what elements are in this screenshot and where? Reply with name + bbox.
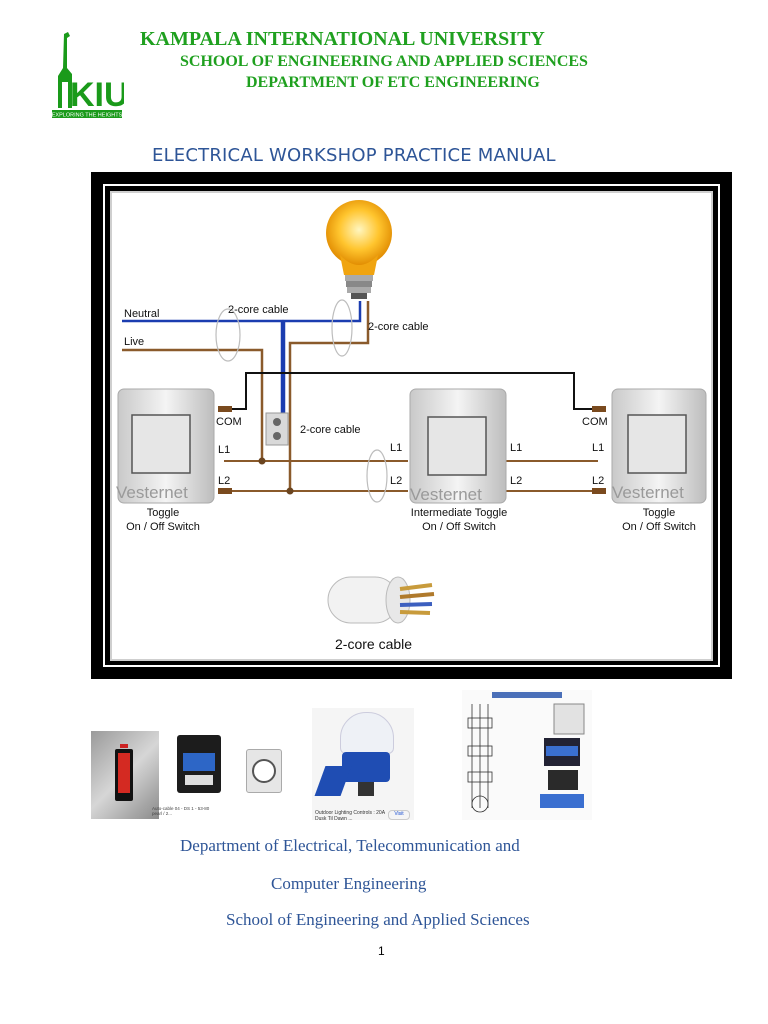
school-name: SCHOOL OF ENGINEERING AND APPLIED SCIENC… [180, 53, 588, 70]
switch-right-l1: L1 [592, 442, 604, 454]
diagram-frame-inner-border [103, 184, 720, 667]
switch-right-caption-2: On / Off Switch [622, 521, 696, 533]
switch-left-caption-1: Toggle [147, 507, 179, 519]
switch-middle-l1-left: L1 [390, 442, 402, 454]
cable-sample-label: 2-core cable [335, 636, 412, 652]
switch-right-com: COM [582, 416, 608, 428]
switch-left-caption-2: On / Off Switch [126, 521, 200, 533]
switch-right-caption-1: Toggle [643, 507, 675, 519]
department-name: DEPARTMENT OF ETC ENGINEERING [246, 74, 540, 91]
contactor-photo [163, 731, 231, 803]
cable-sample-illustration [327, 576, 435, 624]
switch-middle-l1-right: L1 [510, 442, 522, 454]
switch-middle-l2-left: L2 [390, 475, 402, 487]
footer-department: Department of Electrical, Telecommunicat… [180, 836, 520, 855]
wiring-diagram: Neutral Live 2-core cable 2-core cable 2… [110, 191, 713, 661]
page-number: 1 [378, 944, 385, 958]
switch-right: Vesternet COM L1 L2 Toggle On / Off Swit… [582, 388, 707, 533]
logo-tagline: EXPLORING THE HEIGHTS [52, 113, 123, 119]
contactor-caption: Auto-cable 04 - DS 1 - 53-80 pearl / 2..… [152, 806, 210, 816]
switch-right-l2: L2 [592, 475, 604, 487]
switch-middle-brand: Vesternet [410, 485, 482, 504]
cable-label-top-right: 2-core cable [368, 321, 429, 333]
switch-left-com: COM [216, 416, 242, 428]
switch-left-l2: L2 [218, 475, 230, 487]
switch-left-brand: Vesternet [116, 483, 188, 502]
university-name: KAMPALA INTERNATIONAL UNIVERSITY [140, 28, 545, 50]
footer-department-cont: Computer Engineering [271, 874, 427, 893]
switch-left: Vesternet COM L1 L2 Toggle On / Off Swit… [116, 388, 242, 533]
switch-middle-caption-2: On / Off Switch [422, 521, 496, 533]
switch-left-l1: L1 [218, 444, 230, 456]
switch-middle-caption-1: Intermediate Toggle [411, 507, 507, 519]
logo-text: KIU [70, 76, 124, 114]
switch-middle: Vesternet L1 L2 L1 L2 Intermediate Toggl… [390, 388, 522, 533]
light-bulb-icon [326, 200, 392, 299]
sensor-visit-button[interactable]: Visit [388, 810, 410, 820]
kiu-logo: KIU EXPLORING THE HEIGHTS [50, 28, 129, 120]
switch-middle-l2-right: L2 [510, 475, 522, 487]
footer-school: School of Engineering and Applied Scienc… [226, 910, 530, 929]
switch-right-brand: Vesternet [612, 483, 684, 502]
neutral-label: Neutral [124, 308, 159, 320]
cable-label-top-left: 2-core cable [228, 304, 289, 316]
manual-title: ELECTRICAL WORKSHOP PRACTICE MANUAL [152, 145, 556, 166]
live-label: Live [124, 336, 144, 348]
sensor-caption: Outdoor Lighting Controls : 20A Dusk Til… [315, 810, 385, 822]
cable-label-middle: 2-core cable [300, 424, 361, 436]
timer-module-photo [238, 745, 286, 797]
motor-control-diagram-photo [462, 690, 592, 820]
dusk-sensor-photo [312, 708, 414, 820]
switch-plate-photo [91, 731, 159, 819]
